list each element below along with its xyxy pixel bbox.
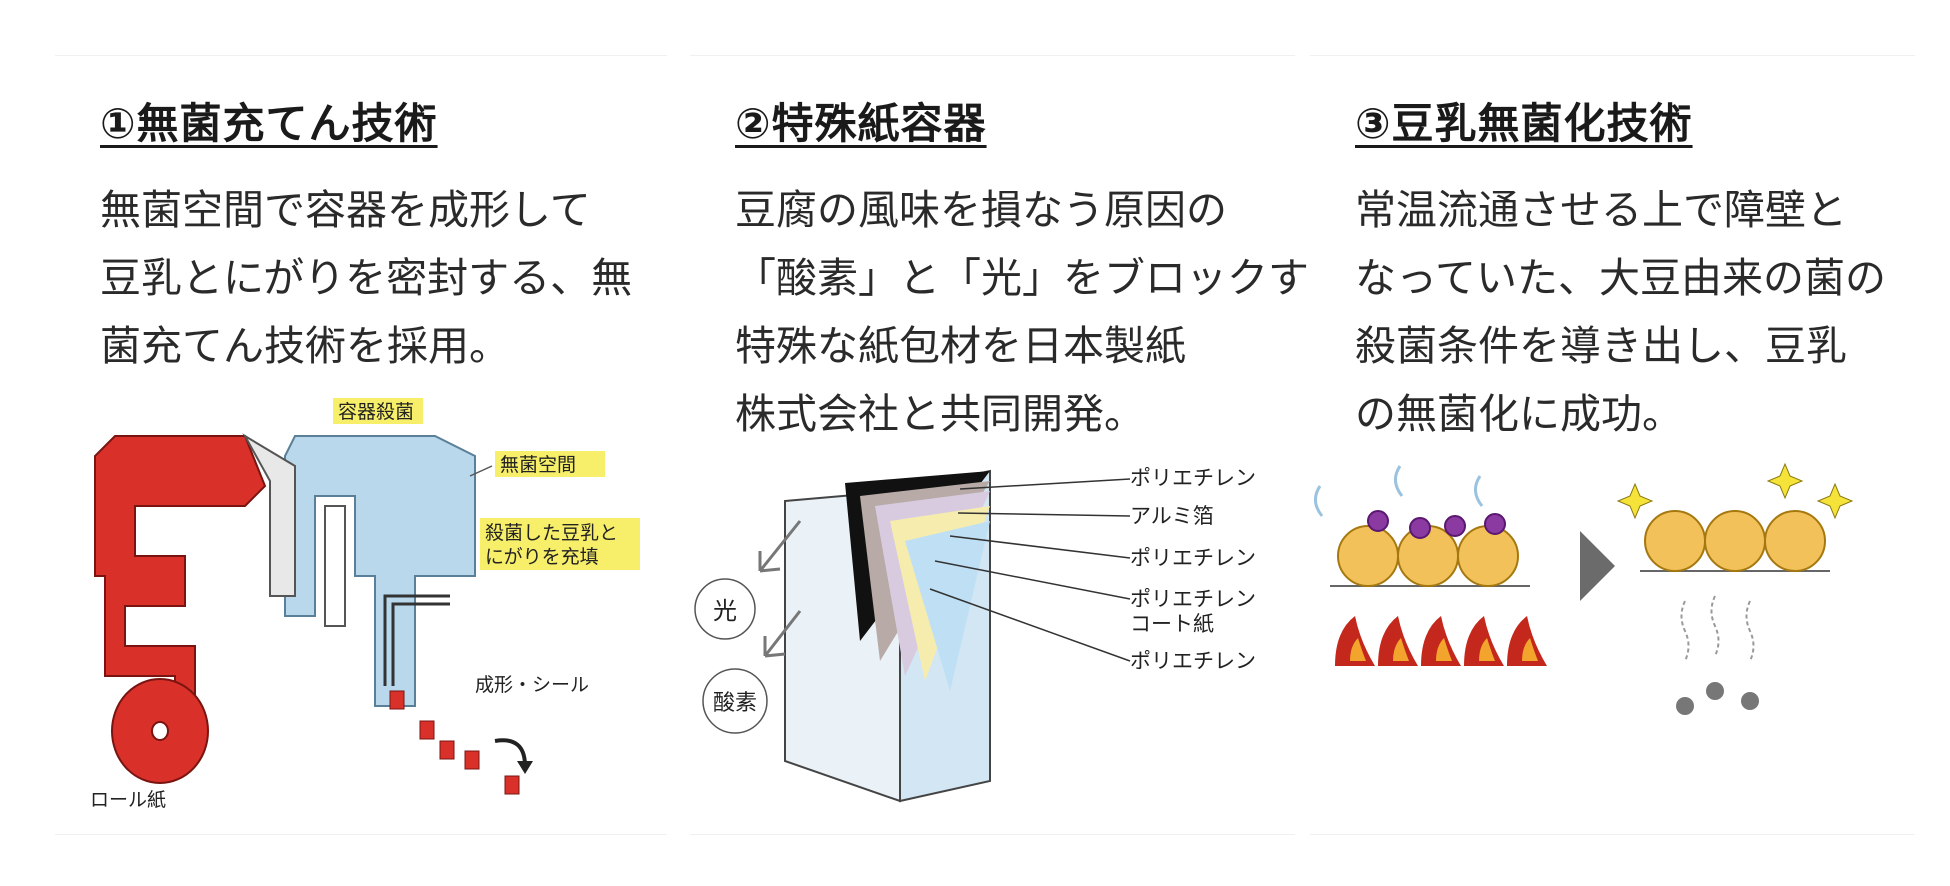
paper-layers-illustration: 光 酸素 ポリエチレン アルミ箔 ポリエチレン ポリエチレン コート紙 ポリエチ… (694, 466, 1256, 803)
label-fill-line1: 殺菌した豆乳と (485, 522, 618, 544)
paper-web (94, 435, 267, 727)
desc-line: なっていた、大豆由来の菌の (1355, 254, 1886, 302)
arrow-right-icon (1580, 531, 1615, 601)
desc-line: 特殊な紙包材を日本製紙 (735, 322, 1186, 370)
desc-line: 豆腐の風味を損なう原因の (735, 186, 1227, 234)
label-oxygen: 酸素 (713, 691, 757, 716)
desc-line: 菌充てん技術を採用。 (100, 322, 510, 370)
label-layer-polyethylene-4: ポリエチレン (1130, 649, 1256, 673)
sterilization-illustration (1314, 462, 1854, 715)
label-light: 光 (713, 597, 737, 625)
panel-description: 常温流通させる上で障壁と なっていた、大豆由来の菌の 殺菌条件を導き出し、豆乳 … (1355, 176, 1886, 448)
label-layer-polyethylene-2: ポリエチレン (1130, 546, 1256, 570)
aseptic-machine-illustration: 容器殺菌 無菌空間 殺菌した豆乳と にがりを充填 成形・シール ロール紙 (90, 398, 640, 811)
heated-beans-with-germs (1314, 465, 1547, 666)
label-layer-aluminum-foil: アルミ箔 (1130, 504, 1214, 528)
desc-line: 無菌空間で容器を成形して (100, 186, 591, 234)
panel-description: 豆腐の風味を損なう原因の 「酸素」と「光」をブロックする 特殊な紙包材を日本製紙… (735, 176, 1350, 448)
panel-title: ③豆乳無菌化技術 (1355, 99, 1693, 148)
label-roll-paper: ロール紙 (90, 789, 166, 811)
panel-soymilk-sterilization: ③豆乳無菌化技術 常温流通させる上で障壁と なっていた、大豆由来の菌の 殺菌条件… (1310, 55, 1915, 835)
panel-aseptic-filling: ①無菌充てん技術 無菌空間で容器を成形して 豆乳とにがりを密封する、無 菌充てん… (55, 55, 667, 835)
desc-line: 「酸素」と「光」をブロックする (735, 254, 1350, 302)
desc-line: 株式会社と共同開発。 (735, 390, 1145, 438)
label-container-sterilize: 容器殺菌 (338, 401, 414, 423)
label-layer-polyethylene-3: ポリエチレン (1130, 587, 1256, 611)
sterile-chamber (284, 435, 476, 707)
label-aseptic-space: 無菌空間 (500, 454, 576, 476)
label-fill-line2: にがりを充填 (485, 546, 599, 568)
panel-title: ①無菌充てん技術 (100, 99, 438, 148)
label-layer-polyethylene-1: ポリエチレン (1130, 466, 1256, 490)
panel-title: ②特殊紙容器 (735, 99, 987, 148)
sterilized-beans (1616, 462, 1854, 715)
label-form-seal: 成形・シール (475, 674, 589, 696)
label-layer-coated-paper: コート紙 (1130, 612, 1214, 636)
desc-line: 殺菌条件を導き出し、豆乳 (1355, 322, 1847, 370)
panel-description: 無菌空間で容器を成形して 豆乳とにがりを密封する、無 菌充てん技術を採用。 (100, 176, 632, 380)
desc-line: の無菌化に成功。 (1355, 390, 1683, 438)
panel-special-paper-container: ②特殊紙容器 豆腐の風味を損なう原因の 「酸素」と「光」をブロックする 特殊な紙… (690, 55, 1350, 835)
desc-line: 常温流通させる上で障壁と (1355, 186, 1847, 234)
desc-line: 豆乳とにがりを密封する、無 (100, 254, 633, 302)
